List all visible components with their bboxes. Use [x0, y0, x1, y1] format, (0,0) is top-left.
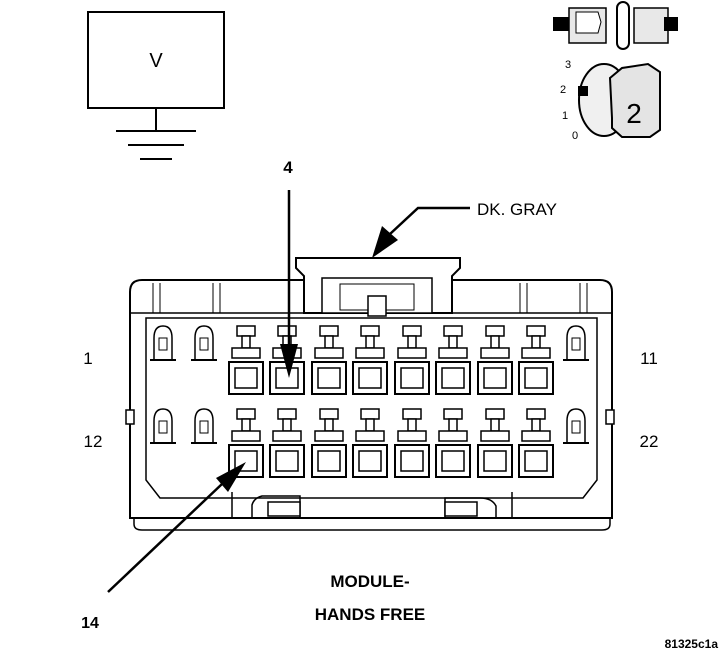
pin-cavity-row1-5 [394, 325, 430, 395]
pin-cavity-row1-7 [477, 325, 513, 395]
position-3: 3 [565, 59, 571, 71]
pin-cavity-row2-7 [477, 408, 513, 478]
ground-icon [116, 130, 196, 160]
callout-pin-14: 14 [81, 615, 99, 632]
row-label-22: 22 [640, 432, 659, 451]
pin-cavity-row2-3 [311, 408, 347, 478]
row-label-11: 11 [640, 349, 658, 368]
callout-pin-4: 4 [283, 158, 293, 177]
pin-cavity-row1-1 [228, 325, 264, 395]
pin-cavity-row1-6 [435, 325, 471, 395]
connector-view-icon: 2 3 2 1 0 [553, 1, 678, 142]
pin-cavity-row2-8 [518, 408, 554, 478]
module-title-line2: HANDS FREE [315, 605, 426, 624]
row-label-1: 1 [83, 349, 92, 368]
position-2: 2 [560, 84, 566, 96]
pin-cavity-row1-4 [352, 325, 388, 395]
row-label-12: 12 [84, 432, 103, 451]
pin-cavity-row1-3 [311, 325, 347, 395]
pin-cavity-row2-2 [269, 408, 305, 478]
voltmeter-label: V [149, 50, 163, 72]
arrow-head-pin-14 [216, 462, 246, 492]
latch-row2-c [563, 408, 589, 444]
wire-color-label: DK. GRAY [477, 200, 557, 219]
latch-row1-b [191, 325, 217, 361]
callout-arrows [107, 190, 470, 593]
position-0: 0 [572, 130, 578, 142]
arrow-head-pin-4 [280, 344, 298, 378]
pin-cavity-row2-4 [352, 408, 388, 478]
latch-row1-a [150, 325, 176, 361]
latch-row2-b [191, 408, 217, 444]
position-1: 1 [562, 110, 568, 122]
arrow-head-color [372, 226, 398, 258]
figure-id: 81325c1a [665, 637, 719, 651]
key-number: 2 [626, 98, 642, 129]
pin-cavity-row2-6 [435, 408, 471, 478]
latch-row2-a [150, 408, 176, 444]
latch-row1-c [563, 325, 589, 361]
pin-cavity-row1-8 [518, 325, 554, 395]
voltmeter-symbol: V [87, 11, 225, 160]
module-title-line1: MODULE- [330, 572, 409, 591]
pin-cavities [150, 325, 589, 478]
pin-cavity-row2-5 [394, 408, 430, 478]
